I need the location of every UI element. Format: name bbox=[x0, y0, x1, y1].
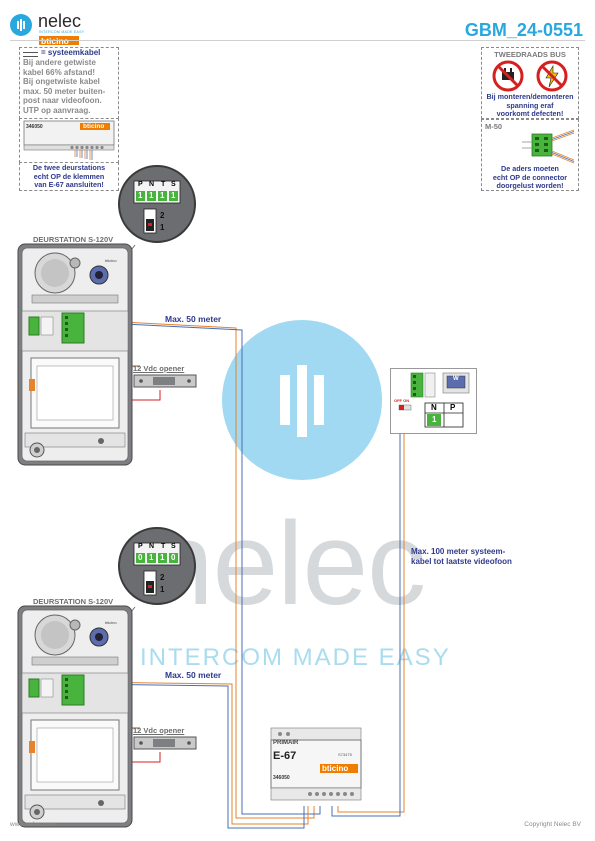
systeem-distance-line: Max. 100 meter systeem- bbox=[411, 547, 506, 556]
nelec-brand-tagline: INTERCOM MADE EASY bbox=[39, 30, 85, 34]
dip-header: P bbox=[138, 181, 143, 188]
m50-connector-drawing bbox=[522, 129, 575, 164]
cable-note-box: = systeemkabel Bij andere getwiste kabel… bbox=[19, 47, 119, 119]
monitor-p-header: P bbox=[450, 403, 456, 412]
door-station-label: DEURSTATION S-120V bbox=[33, 235, 114, 244]
switch-position-label: 2 bbox=[160, 211, 165, 220]
deurstations-warning-line: echt OP de klemmen bbox=[33, 171, 105, 181]
dip-header: T bbox=[161, 181, 166, 188]
dip-value: 1 bbox=[149, 191, 154, 200]
door-station-drawing bbox=[17, 243, 133, 466]
dip-magnifier-drawing bbox=[133, 180, 181, 234]
m50-note-line: De aders moeten bbox=[501, 164, 559, 173]
cable-note-line: UTP op aanvraag. bbox=[23, 105, 91, 115]
document-code: GBM_24-0551 bbox=[464, 20, 583, 40]
m50-title: M-50 bbox=[485, 122, 503, 131]
e67-module-code: 346050 bbox=[26, 124, 43, 130]
dip-value: 1 bbox=[149, 553, 154, 562]
bus-warning-title: TWEEDRAADS BUS bbox=[494, 50, 566, 59]
m50-note-line: echt OP de connector bbox=[492, 172, 568, 182]
dip-value: 1 bbox=[160, 553, 165, 562]
deurstations-warning-box: De twee deurstations echt OP de klemmen … bbox=[19, 162, 119, 191]
dip-value: 0 bbox=[138, 553, 143, 562]
switch-position-label: 1 bbox=[160, 223, 165, 232]
videophone-unit: W OFF ON N P 1 bbox=[390, 368, 477, 434]
door-station-2: DEURSTATION S-120V bticino bbox=[17, 597, 133, 828]
monitor-n-value: 1 bbox=[432, 415, 437, 424]
e67-module-detail-drawing bbox=[23, 120, 115, 160]
m50-note-line: doorgelust worden! bbox=[496, 181, 564, 190]
monitor-switch-label: OFF ON bbox=[394, 398, 410, 403]
e67-brand-label: bticino bbox=[322, 763, 349, 773]
bus-warning-line: Bij monteren/demonteren bbox=[486, 92, 574, 101]
deurstations-warning-line: van E-67 aansluiten! bbox=[34, 180, 104, 189]
door-opener-drawing bbox=[133, 374, 197, 388]
monitor-n-header: N bbox=[431, 403, 437, 412]
e67-module-brand: bticino bbox=[83, 122, 105, 130]
door-station-brand-mark: bticino bbox=[105, 258, 117, 263]
nelec-brand-name: nelec bbox=[38, 11, 82, 31]
cable-note-line: max. 50 meter buiten- bbox=[23, 86, 106, 96]
door-station-1: DEURSTATION S-120V bticino bbox=[17, 235, 133, 466]
door-station-brand-mark: bticino bbox=[105, 620, 117, 625]
door-opener-label: 12 Vdc opener bbox=[133, 364, 185, 373]
e67-model-label: E-67 bbox=[273, 750, 297, 762]
cable-note-line: Bij andere getwiste bbox=[23, 58, 96, 67]
e67-power-supply-drawing bbox=[270, 727, 362, 801]
bus-warning-box: TWEEDRAADS BUS Bij monteren/demonteren s… bbox=[481, 47, 579, 119]
footer-website: www.nelec.com bbox=[10, 821, 56, 828]
videophone-drawing bbox=[398, 372, 470, 428]
cable-legend-swatch bbox=[23, 52, 38, 57]
footer-copyright: Copyright Nelec BV bbox=[524, 821, 581, 828]
dip-magnifier-drawing bbox=[133, 542, 181, 596]
dip-header: N bbox=[149, 181, 155, 188]
dip-value: 1 bbox=[160, 191, 165, 200]
e67-power-supply: PRIMAIR E-67 S73475 346050 bticino bbox=[270, 727, 362, 801]
door-station-label: DEURSTATION S-120V bbox=[33, 597, 114, 606]
m50-note-box: M-50 De aders moeten echt OP de connecto… bbox=[481, 119, 579, 191]
switch-position-label: 1 bbox=[160, 585, 165, 594]
cable-note-line: Bij ongetwiste kabel bbox=[23, 77, 100, 86]
dip-header: P bbox=[138, 543, 143, 550]
door-opener-label: 12 Vdc opener bbox=[133, 726, 185, 735]
dip-value: 0 bbox=[171, 553, 176, 562]
cable-legend-text: = systeemkabel bbox=[41, 48, 101, 57]
dip-header: S bbox=[171, 543, 176, 550]
e67-code-label: 346050 bbox=[273, 775, 290, 781]
monitor-screen-symbol: W bbox=[453, 376, 459, 382]
no-plug-icon bbox=[492, 60, 524, 92]
cable-note-line: kabel 66% afstand! bbox=[23, 67, 96, 77]
distance-label-lower: Max. 50 meter bbox=[165, 670, 222, 680]
systeem-distance-line: kabel tot laatste videofoon bbox=[411, 557, 512, 566]
e67-primary-label: PRIMAIR bbox=[273, 740, 299, 746]
distance-label-upper: Max. 50 meter bbox=[165, 314, 222, 324]
dip-value: 1 bbox=[138, 191, 143, 200]
nelec-logo-bars-icon bbox=[17, 19, 25, 31]
door-opener-drawing bbox=[133, 736, 197, 750]
bus-warning-line: spanning eraf bbox=[506, 100, 554, 110]
dip-magnifier-2: P N T S 0 1 1 0 2 1 bbox=[118, 527, 196, 605]
dip-magnifier-1: P N T S 1 1 1 1 2 1 bbox=[118, 165, 196, 243]
dip-header: T bbox=[161, 543, 166, 550]
e67-small-code: S73475 bbox=[338, 752, 352, 757]
dip-header: S bbox=[171, 181, 176, 188]
e67-module-detail-box: 346050 bticino bbox=[19, 118, 119, 163]
header-rule bbox=[10, 40, 585, 41]
dip-header: N bbox=[149, 543, 155, 550]
door-station-drawing bbox=[17, 605, 133, 828]
no-voltage-icon bbox=[536, 60, 568, 92]
switch-position-label: 2 bbox=[160, 573, 165, 582]
bus-warning-line: voorkomt defecten! bbox=[496, 109, 564, 118]
deurstations-warning-line: De twee deurstations bbox=[32, 163, 106, 172]
dip-value: 1 bbox=[171, 191, 176, 200]
cable-note-line: post naar videofoon. bbox=[23, 96, 102, 105]
